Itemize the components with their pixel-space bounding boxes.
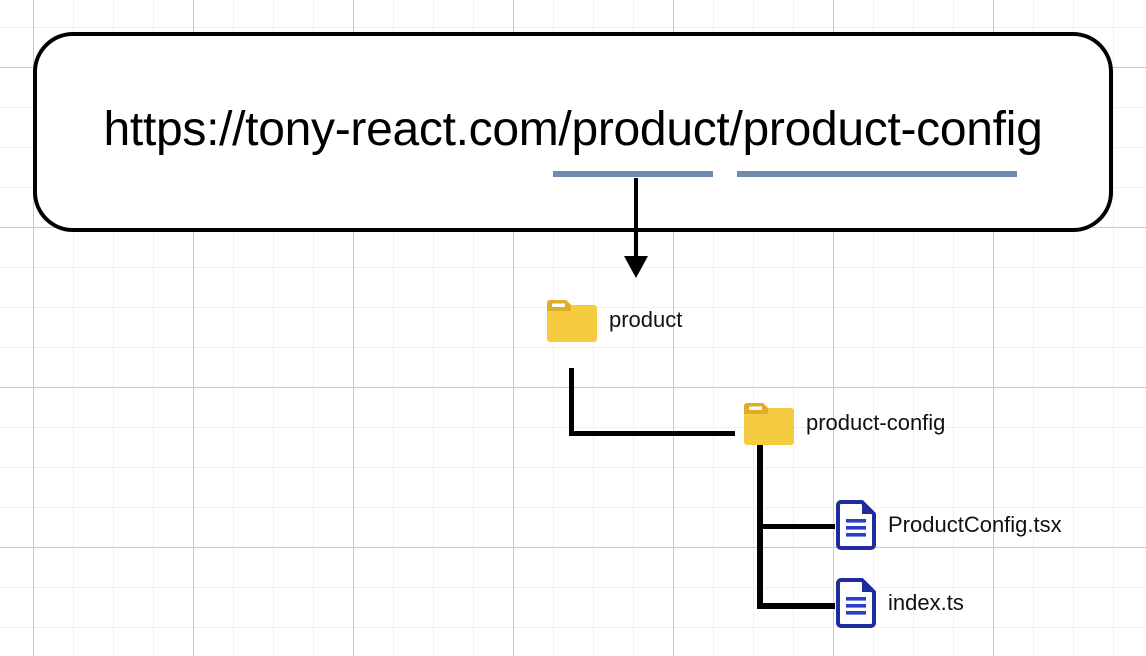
connector-to-productconfig-tsx [757, 524, 835, 529]
tree-node-label: product-config [806, 409, 946, 435]
folder-icon [744, 403, 794, 445]
tree-node-label: index.ts [888, 590, 964, 615]
connector-product-to-product-config-horizontal [569, 431, 735, 436]
tree-node-productconfig-tsx[interactable]: ProductConfig.tsx [835, 500, 1062, 550]
file-icon [836, 578, 876, 628]
connector-to-index-ts [757, 603, 835, 609]
maps-to-arrow-head [624, 256, 648, 278]
url-card: https://tony-react.com/product/product-c… [33, 32, 1113, 232]
tree-node-index-ts[interactable]: index.ts [835, 578, 964, 628]
maps-to-arrow-shaft [634, 178, 638, 260]
tree-node-product-config[interactable]: product-config [743, 400, 945, 445]
url-text: https://tony-react.com/product/product-c… [103, 103, 1043, 156]
tree-node-label: product [609, 306, 683, 332]
connector-product-to-product-config-vertical [569, 368, 574, 436]
tree-node-label: ProductConfig.tsx [888, 512, 1062, 537]
url-underline-product [553, 171, 713, 177]
file-icon [836, 500, 876, 550]
url-underline-product-config [737, 171, 1017, 177]
folder-icon [547, 300, 597, 342]
tree-node-product[interactable]: product [546, 297, 682, 342]
